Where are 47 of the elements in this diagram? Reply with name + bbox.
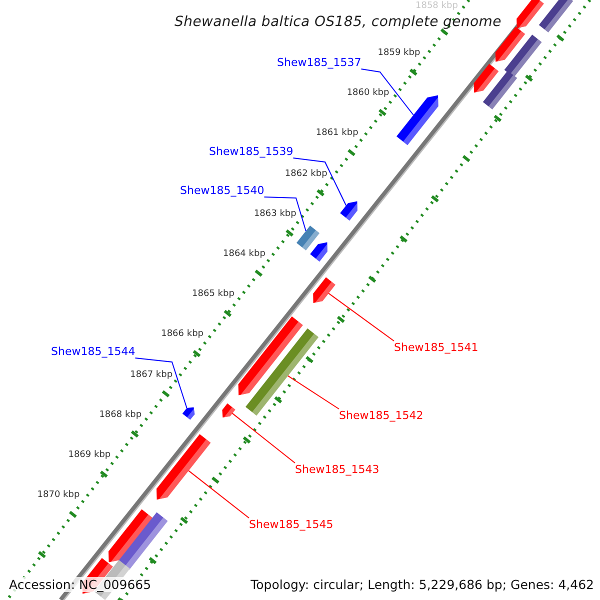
gene-block: [108, 509, 153, 562]
gene-band: [246, 328, 318, 416]
gene-block: [516, 0, 544, 28]
scale-label: 1862 kbp: [284, 168, 328, 179]
gene-block: [396, 95, 438, 146]
gene-block: [313, 277, 336, 303]
gene-band: [504, 34, 542, 78]
gene-label: Shew185_1545: [249, 518, 334, 531]
scale-label: 1866 kbp: [161, 329, 204, 340]
scale-label: 1863 kbp: [254, 208, 296, 219]
gene-block: [238, 316, 303, 396]
genome-stats-text: Topology: circular; Length: 5,229,686 bp; Genes: 4,462: [250, 577, 594, 592]
gene-label: Shew185_1542: [339, 409, 424, 422]
scale-label: 1867 kbp: [130, 370, 173, 380]
gene-block: [182, 407, 195, 420]
gene-block: [310, 242, 328, 262]
gene-label: Shew185_1539: [209, 145, 294, 158]
title: Shewanella baltica OS185, complete genome: [174, 14, 502, 30]
gene-label: Shew185_1540: [180, 184, 264, 197]
gene-label: Shew185_1543: [295, 463, 380, 476]
leader-line: [292, 158, 347, 206]
leader-line: [188, 470, 250, 518]
gene-block: [340, 201, 358, 221]
gene-label: Shew185_1544: [51, 345, 136, 358]
leader-line: [232, 412, 296, 464]
leader-line: [134, 358, 188, 408]
gene-band: [296, 226, 320, 250]
scale-label: 1861 kbp: [316, 128, 358, 138]
scale-label: 1864 kbp: [223, 249, 266, 259]
gene-band: [118, 512, 168, 570]
scale-label: 1859 kbp: [378, 48, 420, 58]
scale-label: 1865 kbp: [192, 289, 234, 300]
gene-block: [222, 403, 236, 418]
scale-label: 1869 kbp: [68, 450, 111, 460]
leader-line: [360, 68, 414, 116]
gene-band: [482, 70, 518, 110]
gene-band: [538, 0, 574, 32]
leader-line: [328, 292, 394, 342]
scale-label: 1868 kbp: [99, 410, 142, 420]
gene-label: Shew185_1541: [394, 341, 478, 354]
scale-label: 1860 kbp: [346, 88, 390, 98]
scale-label: 1870 kbp: [37, 490, 80, 500]
leader-line: [264, 196, 306, 232]
gene-block: [474, 64, 499, 93]
gene-label: Shew185_1537: [277, 56, 362, 69]
gene-block: [156, 434, 211, 500]
leader-line: [287, 375, 340, 410]
